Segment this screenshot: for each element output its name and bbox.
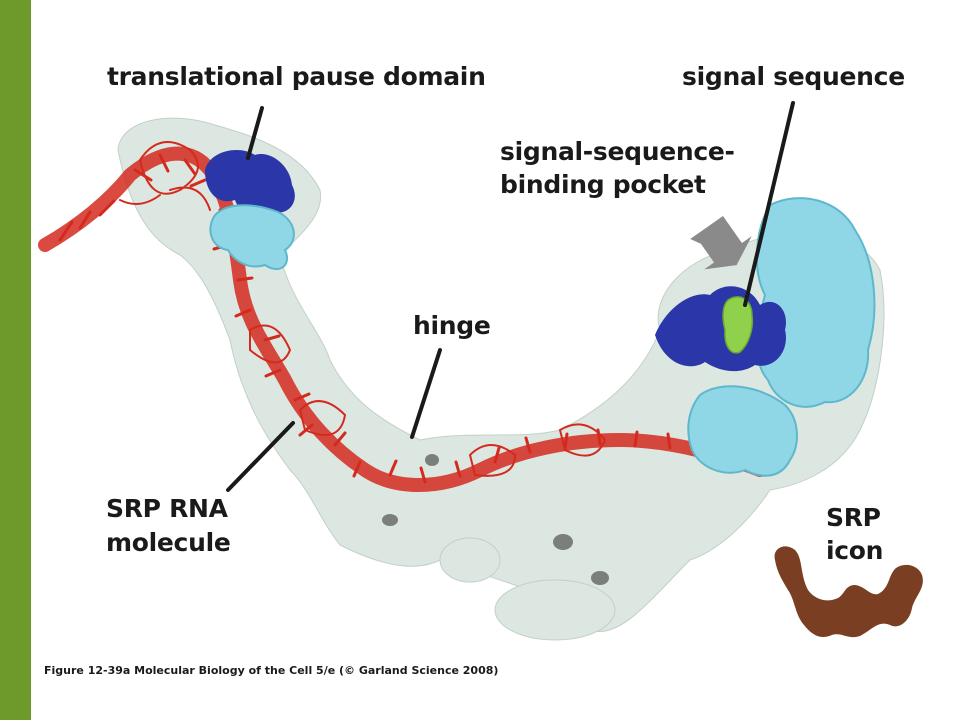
label-hinge: hinge: [413, 311, 491, 340]
density-envelope: [117, 117, 885, 641]
srp-icon-shape: [774, 546, 923, 638]
srp-rna-helix: [38, 141, 767, 492]
binding-pocket-arrow: [690, 216, 752, 270]
leader-line-pause-domain: [246, 106, 264, 160]
side-bar: [0, 0, 31, 720]
label-signal-sequence-binding-pocket-line1: signal-sequence-: [500, 137, 735, 166]
label-srp-rna-line1: SRP RNA: [106, 494, 228, 523]
leader-line-srp-rna: [226, 421, 295, 492]
label-srp-icon-line1: SRP: [826, 503, 881, 532]
label-signal-sequence: signal sequence: [682, 62, 905, 91]
leader-line-hinge: [410, 348, 442, 439]
label-translational-pause-domain: translational pause domain: [107, 62, 486, 91]
label-srp-rna-line2: molecule: [106, 528, 231, 557]
srp54-proteins: [655, 197, 876, 477]
label-srp-icon-line2: icon: [826, 536, 884, 565]
leader-line-signal-sequence: [743, 101, 795, 307]
density-shadows: [382, 454, 609, 585]
leader-lines: [226, 101, 795, 492]
label-signal-sequence-binding-pocket-line2: binding pocket: [500, 170, 706, 199]
pause-domain-proteins: [205, 150, 295, 270]
figure-caption: Figure 12-39a Molecular Biology of the C…: [44, 664, 499, 677]
